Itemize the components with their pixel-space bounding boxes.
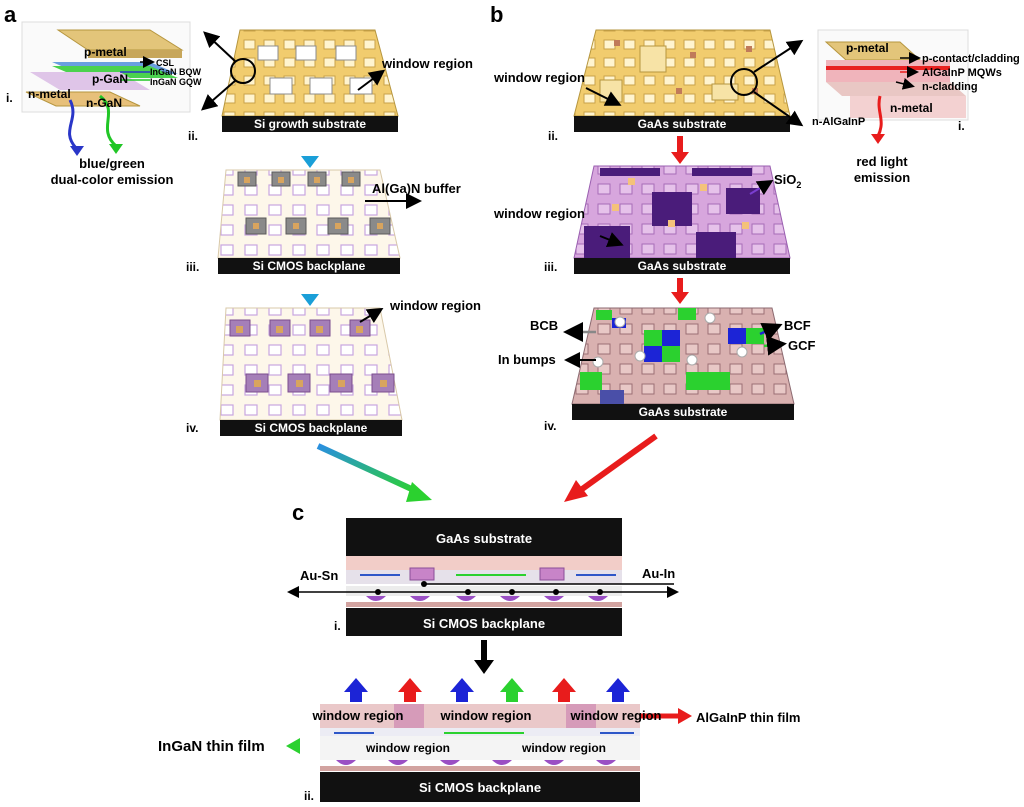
arrow-a-to-c <box>316 443 432 502</box>
panel-c-i-stack <box>287 518 679 636</box>
arrow-a-iii-to-iv <box>301 278 319 306</box>
panel-c-i-numeral: i. <box>334 619 341 633</box>
label-c-ii-window-3: window region <box>570 708 662 723</box>
arrow-b-ii-to-iii <box>671 136 689 164</box>
label-b-iii-substrate: GaAs substrate <box>638 259 727 273</box>
label-c-ii-window-5: window region <box>521 741 606 755</box>
label-sio2: SiO2 <box>774 172 801 190</box>
label-csl: CSL <box>156 58 175 68</box>
panel-b-iv-numeral: iv. <box>544 419 556 433</box>
label-emission-line1: blue/green <box>79 156 145 171</box>
label-a-iv-substrate: Si CMOS backplane <box>255 421 368 435</box>
label-c-i-bottom: Si CMOS backplane <box>423 616 545 631</box>
label-ingan-gqw: InGaN GQW <box>150 77 202 87</box>
panel-c-letter: c <box>292 500 304 525</box>
panel-b-letter: b <box>490 2 503 27</box>
label-b-ii-substrate: GaAs substrate <box>638 117 727 131</box>
label-in-bumps: In bumps <box>498 352 556 367</box>
arrow-b-to-c <box>564 433 658 502</box>
label-n-metal: n-metal <box>28 87 71 101</box>
label-red-emission-line2: emission <box>854 170 910 185</box>
label-b-iv-substrate: GaAs substrate <box>639 405 728 419</box>
label-emission-line2: dual-color emission <box>51 172 174 187</box>
panel-b-i-numeral: i. <box>958 119 965 133</box>
label-c-ii-bottom: Si CMOS backplane <box>419 780 541 795</box>
panel-b-iii-numeral: iii. <box>544 260 557 274</box>
label-red-emission-line1: red light <box>856 154 908 169</box>
label-b-iii-window: window region <box>493 206 585 221</box>
panel-a-letter: a <box>4 2 17 27</box>
label-algan-buffer: Al(Ga)N buffer <box>372 181 461 196</box>
panel-c-ii-stack <box>286 704 692 802</box>
label-a-ii-window: window region <box>381 56 473 71</box>
label-b-n-metal: n-metal <box>890 101 933 115</box>
panel-a-iii-device <box>217 169 422 274</box>
panel-c-ii-numeral: ii. <box>304 789 314 803</box>
arrow-a-ii-to-iii <box>301 136 319 168</box>
panel-b-ii-device <box>573 29 804 132</box>
label-b-p-metal: p-metal <box>846 41 889 55</box>
label-bcb: BCB <box>530 318 558 333</box>
panel-a-iii-numeral: iii. <box>186 260 199 274</box>
label-c-ii-window-4: window region <box>365 741 450 755</box>
panel-a-ii-numeral: ii. <box>188 129 198 143</box>
label-ingan-thin-film: InGaN thin film <box>158 738 265 755</box>
label-n-cladding: n-cladding <box>922 81 978 93</box>
label-gcf: GCF <box>788 338 816 353</box>
panel-b-iii-device <box>573 165 791 274</box>
label-a-iii-substrate: Si CMOS backplane <box>253 259 366 273</box>
panel-a-ii-device <box>200 29 399 132</box>
label-c-ii-window-2: window region <box>440 708 532 723</box>
arrow-c-i-to-ii <box>474 640 494 674</box>
label-algainp-thin-film: AlGaInP thin film <box>696 710 801 725</box>
label-au-in: Au-In <box>642 566 675 581</box>
emission-arrows <box>344 678 630 702</box>
panel-b-i-inset <box>817 29 969 144</box>
label-c-ii-window-1: window region <box>312 708 404 723</box>
label-bcf: BCF <box>784 318 811 333</box>
label-si-growth-substrate: Si growth substrate <box>254 117 366 131</box>
label-algainp-mqws: AlGaInP MQWs <box>922 67 1002 79</box>
panel-b-iv-device <box>563 307 795 420</box>
arrow-b-iii-to-iv <box>671 278 689 304</box>
panel-a-i-numeral: i. <box>6 91 13 105</box>
label-p-metal: p-metal <box>84 45 127 59</box>
panel-a-iv-numeral: iv. <box>186 421 198 435</box>
panel-a-i-inset <box>21 21 191 156</box>
panel-b-ii-numeral: ii. <box>548 129 558 143</box>
label-a-iv-window: window region <box>389 298 481 313</box>
label-n-algainp: n-AlGaInP <box>812 116 865 128</box>
label-ingan-bqw: InGaN BQW <box>150 67 202 77</box>
panel-a-iv-device <box>219 307 403 436</box>
label-au-sn: Au-Sn <box>300 568 338 583</box>
label-n-gan: n-GaN <box>86 96 122 110</box>
label-p-contact: p-contact/cladding <box>922 53 1020 65</box>
label-c-i-top: GaAs substrate <box>436 531 532 546</box>
label-b-ii-window: window region <box>493 70 585 85</box>
label-p-gan: p-GaN <box>92 72 128 86</box>
